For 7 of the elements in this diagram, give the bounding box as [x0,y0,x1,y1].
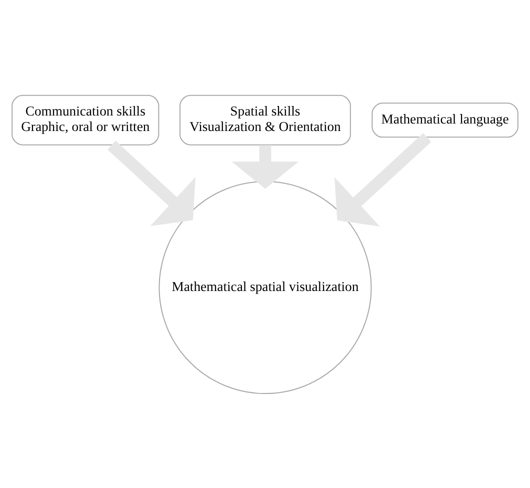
arrow [334,132,432,226]
node-circle: Mathematical spatial visualization [158,180,372,394]
node-box: Spatial skills Visualization & Orientation [179,94,351,145]
arrow [108,140,196,226]
arrow [232,144,299,188]
node-box: Communication skills Graphic, oral or written [12,94,160,145]
node-box: Mathematical language [372,102,518,138]
